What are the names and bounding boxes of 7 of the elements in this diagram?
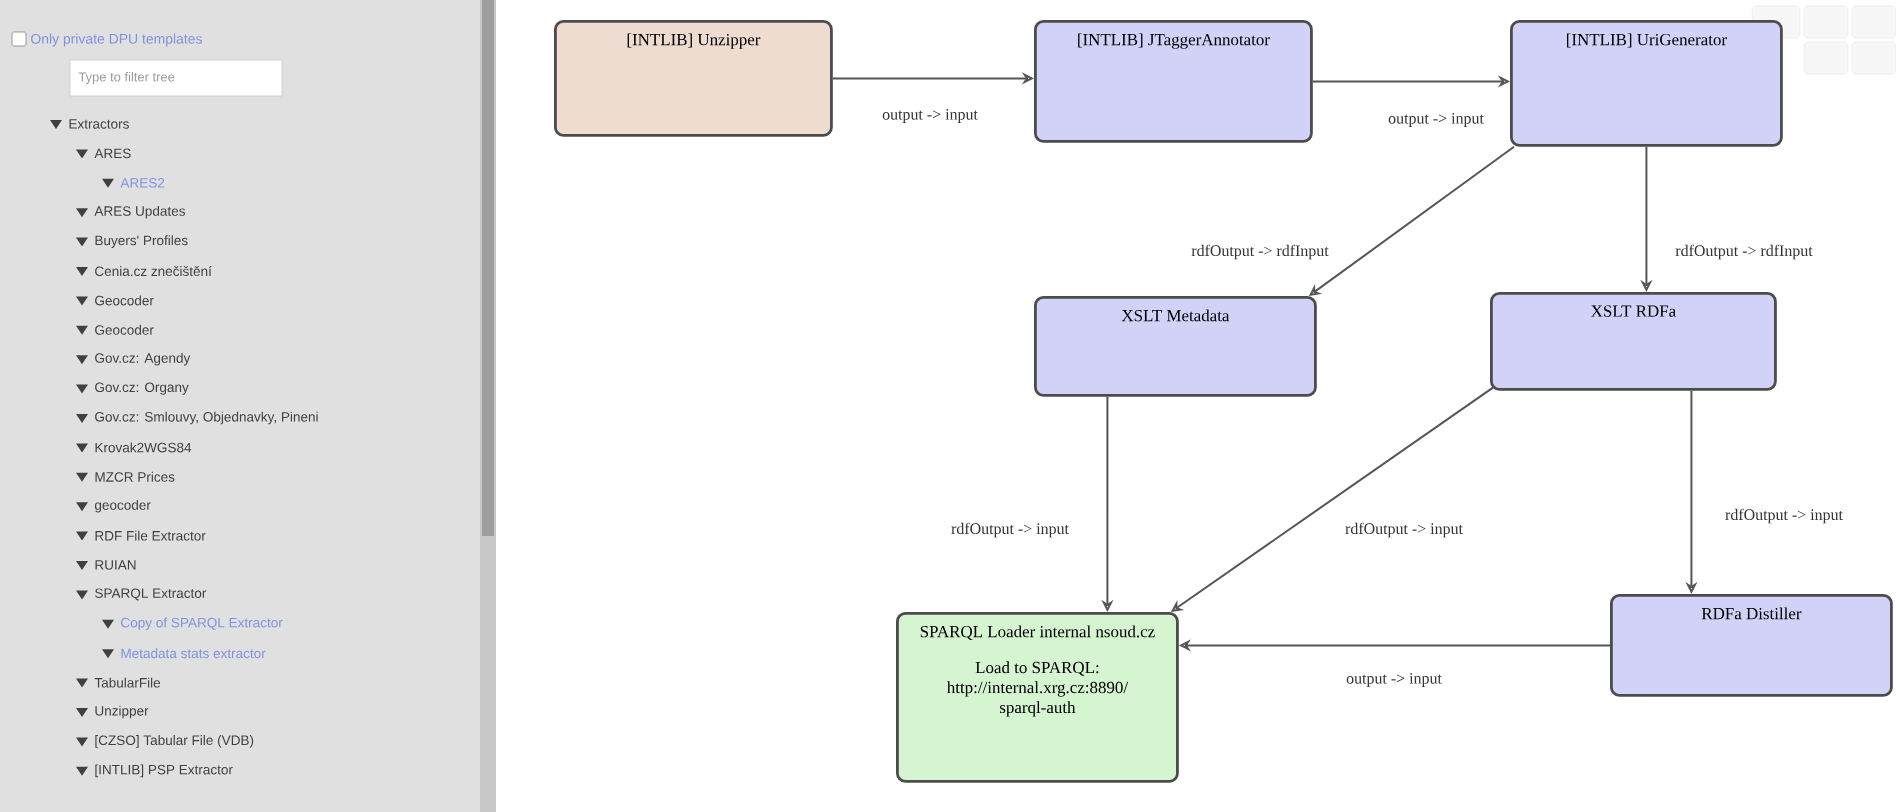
- process-box: XSLT Metadata: [1034, 296, 1317, 397]
- process-box: [INTLIB] UriGenerator: [1510, 20, 1783, 147]
- process-box: RDFa Distiller: [1610, 594, 1893, 697]
- process-box: [INTLIB] Unzipper: [554, 20, 833, 137]
- process-box: XSLT RDFa: [1490, 292, 1777, 391]
- process-box: SPARQL Loader internal nsoud.cz Load to SPARQL: http://internal.xrg.cz:8890/ sparql-auth: [896, 612, 1179, 783]
- process-box: [INTLIB] JTaggerAnnotator: [1034, 20, 1313, 143]
